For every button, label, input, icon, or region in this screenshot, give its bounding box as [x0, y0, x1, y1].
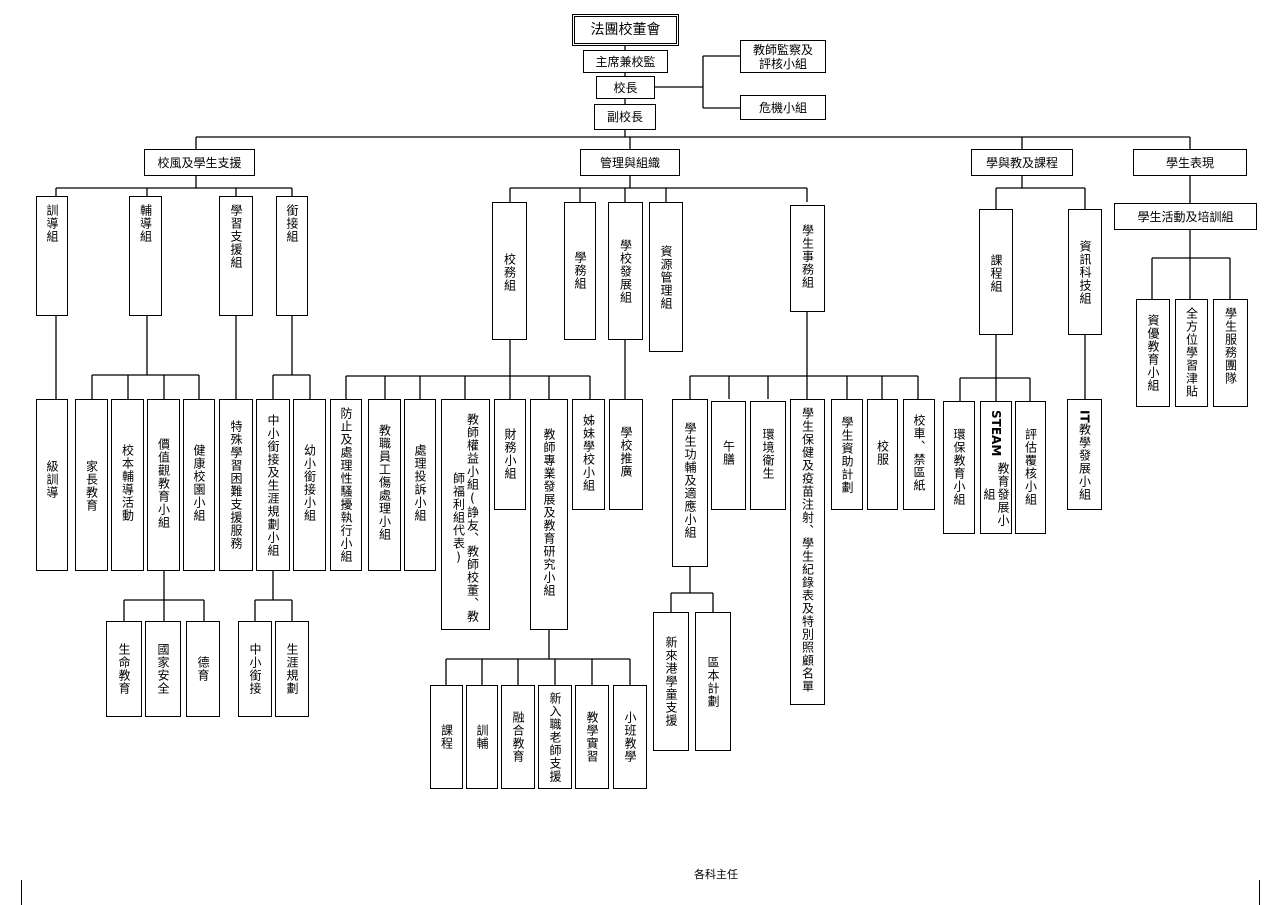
principal-box: 校長 — [596, 76, 655, 99]
it-label: IT — [1077, 410, 1092, 423]
group-resource-management: 資源管理組 — [649, 202, 683, 352]
sub-new-teacher-support: 新入職老師支援 — [538, 685, 572, 789]
unit-complaints: 處理投訴小組 — [404, 399, 436, 571]
unit-healthy-campus: 健康校園小組 — [183, 399, 215, 571]
unit-assessment-review: 評估覆核小組 — [1015, 401, 1046, 534]
unit-values-education: 價值觀教育小組 — [147, 399, 180, 571]
sub-new-arrival-support: 新來港學童支援 — [653, 612, 689, 751]
sub-teaching-practice: 教學實習 — [575, 685, 609, 789]
sub-discipline-guidance: 訓輔 — [466, 685, 498, 789]
group-academic-affairs: 學務組 — [564, 202, 596, 340]
it-label-suffix: 教學發展小組 — [1077, 422, 1092, 501]
sub-moral-education: 德育 — [186, 621, 220, 717]
supervisor-box: 主席兼校監 — [583, 50, 668, 73]
left-margin-line — [21, 880, 22, 905]
group-school-development: 學校發展組 — [608, 202, 643, 340]
group-discipline: 訓導組 — [36, 196, 68, 316]
unit-teacher-rights: 教師權益小組(諍友、教師校董、教師福利組代表) — [441, 399, 490, 630]
group-curriculum: 課程組 — [979, 209, 1013, 335]
crisis-box: 危機小組 — [740, 95, 826, 120]
unit-primary-secondary-transition: 中小銜接及生涯規劃小組 — [256, 399, 290, 571]
unit-finance: 財務小組 — [494, 399, 526, 510]
steam-label: STEAM — [989, 410, 1003, 457]
unit-kinder-primary: 幼小銜接小組 — [293, 399, 326, 571]
unit-environment-education: 環保教育小組 — [943, 401, 975, 534]
sub-life-education: 生命教育 — [106, 621, 142, 717]
steam-label-suffix: 教育發展小組 — [982, 462, 1010, 528]
group-transition: 銜接組 — [276, 196, 308, 316]
unit-student-service: 學生服務團隊 — [1213, 299, 1248, 407]
unit-school-guidance: 校本輔導活動 — [111, 399, 144, 571]
sub-national-security: 國家安全 — [145, 621, 181, 717]
branch-student-performance: 學生表現 — [1133, 149, 1247, 176]
teacher-appraisal-box: 教師監察及 評核小組 — [740, 40, 826, 73]
unit-harassment: 防止及處理性騷擾執行小組 — [330, 399, 362, 571]
unit-class-discipline: 級訓導 — [36, 399, 68, 571]
group-school-affairs: 校務組 — [492, 202, 527, 340]
sub-inclusive-education: 融合教育 — [501, 685, 535, 789]
group-learning-support: 學習支援組 — [219, 196, 253, 316]
sub-curriculum: 課程 — [430, 685, 463, 789]
unit-staff-injury: 教職員工傷處理小組 — [368, 399, 401, 571]
unit-student-aid: 學生資助計劃 — [831, 399, 863, 510]
unit-parent-education: 家長教育 — [75, 399, 108, 571]
branch-school-culture: 校風及學生支援 — [144, 149, 255, 176]
group-it: 資訊科技組 — [1068, 209, 1102, 335]
sub-career-planning: 生涯規劃 — [275, 621, 309, 717]
unit-professional-development: 教師專業發展及教育研究小組 — [530, 399, 568, 630]
footer-subject-heads: 各科主任 — [694, 868, 738, 881]
group-guidance: 輔導組 — [129, 196, 162, 316]
unit-steam: STEAM 教育發展小組 — [980, 401, 1012, 534]
group-student-affairs: 學生事務組 — [790, 205, 825, 312]
unit-school-bus: 校車、禁區紙 — [903, 399, 935, 510]
vice-principal-box: 副校長 — [594, 104, 656, 130]
unit-all-round-learning: 全方位學習津貼 — [1175, 299, 1208, 407]
unit-school-promotion: 學校推廣 — [609, 399, 643, 510]
unit-uniform: 校服 — [867, 399, 898, 510]
unit-hygiene: 環境衛生 — [750, 401, 786, 510]
unit-sister-school: 姊妹學校小組 — [572, 399, 605, 510]
student-activities-group: 學生活動及培訓組 — [1114, 203, 1257, 230]
branch-management: 管理與組織 — [580, 149, 680, 176]
unit-student-health: 學生保健及疫苗注射、學生紀錄表及特別照顧名單 — [790, 399, 825, 705]
unit-student-support: 學生功輔及適應小組 — [672, 399, 708, 567]
sub-small-class: 小班教學 — [613, 685, 647, 789]
school-board: 法團校董會 — [572, 14, 679, 46]
sub-district-plan: 區本計劃 — [695, 612, 731, 751]
unit-gifted-education: 資優教育小組 — [1136, 299, 1170, 407]
sub-ps-transition: 中小銜接 — [238, 621, 272, 717]
right-margin-line — [1259, 880, 1260, 905]
unit-special-needs: 特殊學習困難支援服務 — [219, 399, 253, 571]
unit-lunch: 午膳 — [711, 401, 746, 510]
branch-curriculum: 學與教及課程 — [971, 149, 1073, 176]
